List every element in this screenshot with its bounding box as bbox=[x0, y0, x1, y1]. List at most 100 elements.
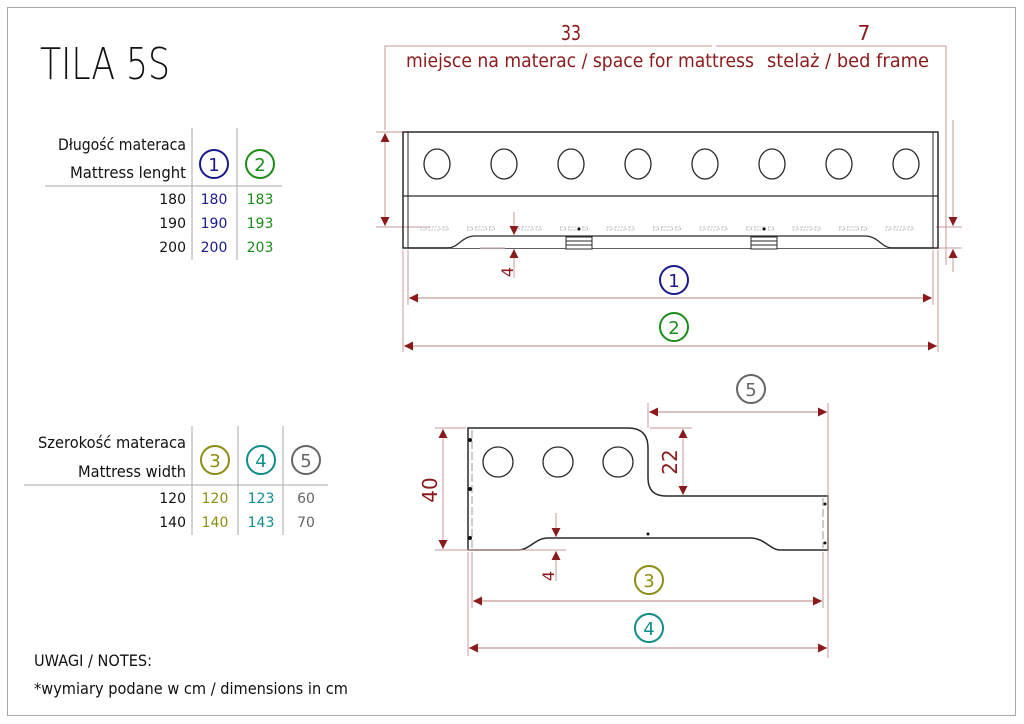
marker-2-circle bbox=[659, 312, 689, 342]
screw-point bbox=[468, 487, 472, 491]
notes-line: *wymiary podane w cm / dimensions in cm bbox=[34, 679, 348, 698]
length-value-2: 193 bbox=[247, 216, 274, 232]
width-table: Szerokość materaca Mattress width 3 4 5 … bbox=[24, 426, 328, 535]
bracket bbox=[565, 227, 593, 250]
marker-3-label: 3 bbox=[643, 571, 654, 592]
notes: UWAGI / NOTES: *wymiary podane w cm / di… bbox=[34, 651, 348, 698]
bracket bbox=[750, 227, 778, 250]
product-title: TILA 5S bbox=[40, 39, 170, 90]
slat-dash bbox=[839, 226, 867, 231]
marker-3-circle bbox=[634, 565, 664, 595]
length-row: 200 200 203 bbox=[159, 240, 273, 256]
marker-3-label: 3 bbox=[209, 451, 220, 472]
width-value-5: 60 bbox=[297, 491, 315, 507]
marker-4-circle bbox=[246, 445, 276, 475]
screw-point bbox=[468, 438, 472, 442]
bed-side-outline bbox=[402, 131, 939, 249]
marker-5-circle bbox=[291, 445, 321, 475]
length-value-1: 200 bbox=[201, 240, 228, 256]
length-row: 190 190 193 bbox=[159, 216, 273, 232]
notes-heading: UWAGI / NOTES: bbox=[34, 651, 152, 670]
slat-dash bbox=[746, 226, 774, 231]
marker-1-label: 1 bbox=[208, 155, 219, 176]
marker-4-circle bbox=[634, 613, 664, 643]
label-bed-frame: stelaż / bed frame bbox=[767, 50, 929, 72]
side-hole bbox=[758, 148, 786, 180]
length-value-1: 180 bbox=[201, 192, 228, 208]
side-holes bbox=[423, 148, 920, 180]
slat-dash bbox=[467, 226, 495, 231]
dim-clearance-side: 4 bbox=[498, 267, 517, 277]
marker-5-circle bbox=[736, 374, 766, 404]
side-hole bbox=[490, 148, 518, 180]
width-value-3: 120 bbox=[202, 491, 229, 507]
slat-dash bbox=[606, 226, 635, 231]
marker-2-label: 2 bbox=[254, 155, 265, 176]
marker-1-circle bbox=[199, 149, 229, 179]
length-size: 190 bbox=[159, 216, 186, 232]
marker-2-circle bbox=[245, 149, 275, 179]
side-hole bbox=[691, 148, 719, 180]
end-view: 40 22 5 4 3 4 bbox=[418, 374, 829, 658]
dimension-extension bbox=[384, 45, 712, 130]
slat-dash bbox=[420, 226, 449, 231]
slat-dash bbox=[653, 226, 681, 231]
width-header-en: Mattress width bbox=[78, 462, 186, 481]
drawing-sheet-border bbox=[7, 7, 1016, 716]
length-header-pl: Długość materaca bbox=[58, 135, 186, 154]
marker-4-label: 4 bbox=[255, 451, 266, 472]
slat-dash bbox=[513, 226, 542, 231]
screw-point bbox=[823, 541, 827, 545]
slat-dash bbox=[699, 226, 728, 231]
width-size: 140 bbox=[159, 515, 186, 531]
length-value-2: 183 bbox=[247, 192, 274, 208]
label-mattress-space: miejsce na materac / space for mattress bbox=[406, 50, 754, 72]
end-hole bbox=[602, 446, 634, 478]
dim-height: 40 bbox=[418, 477, 442, 502]
dim-clearance-end: 4 bbox=[539, 571, 558, 581]
slat-dash bbox=[885, 226, 914, 231]
length-table: Długość materaca Mattress lenght 1 2 180… bbox=[45, 128, 282, 260]
length-value-1: 190 bbox=[201, 216, 228, 232]
width-value-5: 70 bbox=[297, 515, 315, 531]
dim-bed-frame: 7 bbox=[858, 21, 871, 45]
side-hole bbox=[825, 148, 853, 180]
marker-4-label: 4 bbox=[643, 619, 654, 640]
width-size: 120 bbox=[159, 491, 186, 507]
width-value-3: 140 bbox=[202, 515, 229, 531]
slat-dashes bbox=[420, 226, 914, 231]
length-size: 200 bbox=[159, 240, 186, 256]
end-hole bbox=[482, 446, 514, 478]
dim-mattress-space: 33 bbox=[561, 21, 581, 45]
width-row: 140 140 143 70 bbox=[159, 515, 315, 531]
slat-dash bbox=[792, 226, 821, 231]
screw-point bbox=[823, 502, 827, 506]
side-hole bbox=[423, 148, 451, 180]
center-point bbox=[646, 532, 650, 536]
marker-3-circle bbox=[200, 445, 230, 475]
width-value-4: 143 bbox=[248, 515, 275, 531]
dim-headboard: 22 bbox=[658, 449, 682, 474]
length-size: 180 bbox=[159, 192, 186, 208]
marker-5-label: 5 bbox=[300, 451, 311, 472]
marker-2-label: 2 bbox=[668, 318, 679, 339]
width-row: 120 120 123 60 bbox=[159, 491, 315, 507]
length-value-2: 203 bbox=[247, 240, 274, 256]
end-hole bbox=[542, 446, 574, 478]
marker-5-label: 5 bbox=[745, 380, 756, 401]
screw-point bbox=[468, 536, 472, 540]
side-hole bbox=[624, 148, 652, 180]
end-board-outline bbox=[467, 427, 829, 551]
length-header-en: Mattress lenght bbox=[70, 163, 186, 182]
width-value-4: 123 bbox=[248, 491, 275, 507]
marker-1-circle bbox=[659, 265, 689, 295]
length-row: 180 180 183 bbox=[159, 192, 273, 208]
side-hole bbox=[557, 148, 585, 180]
slat-dash bbox=[560, 226, 588, 231]
width-header-pl: Szerokość materaca bbox=[38, 433, 186, 452]
marker-1-label: 1 bbox=[668, 271, 679, 292]
side-view: 33 miejsce na materac / space for mattre… bbox=[376, 21, 962, 352]
side-hole bbox=[892, 148, 920, 180]
dimension-extension bbox=[716, 45, 947, 265]
